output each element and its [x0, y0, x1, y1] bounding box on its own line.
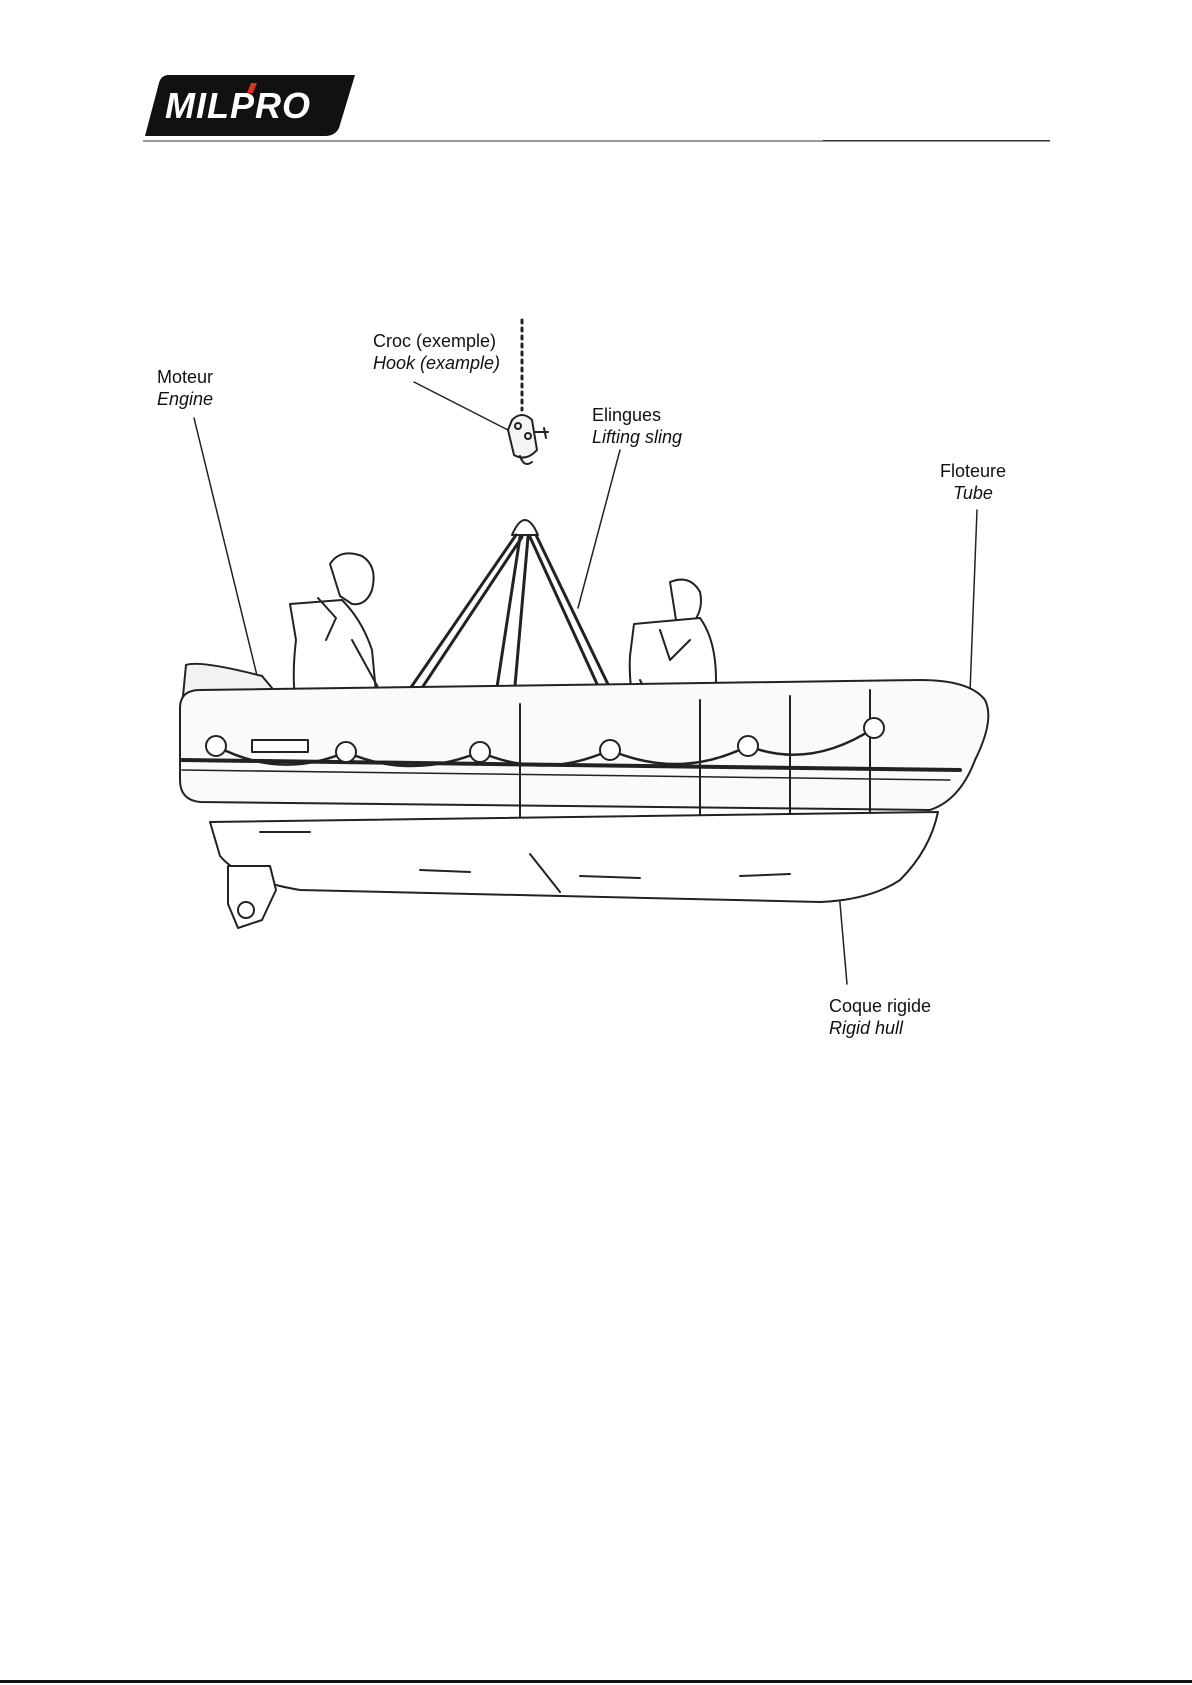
label-sling: Elingues Lifting sling	[592, 404, 682, 448]
label-engine-fr: Moteur	[157, 366, 213, 388]
label-engine-en: Engine	[157, 388, 213, 410]
label-hull-fr: Coque rigide	[829, 995, 931, 1017]
engine-lower-unit	[228, 866, 276, 928]
label-tube-en: Tube	[940, 482, 1006, 504]
label-engine: Moteur Engine	[157, 366, 213, 410]
leader-engine	[194, 418, 262, 696]
tube-brand-plate	[252, 740, 308, 752]
label-tube: Floteure Tube	[940, 460, 1006, 504]
leader-sling	[578, 450, 620, 608]
label-hull: Coque rigide Rigid hull	[829, 995, 931, 1039]
leader-tube	[970, 510, 977, 692]
label-hook-fr: Croc (exemple)	[373, 330, 500, 352]
label-tube-fr: Floteure	[940, 460, 1006, 482]
rigid-hull	[210, 812, 938, 902]
label-hook: Croc (exemple) Hook (example)	[373, 330, 500, 374]
label-sling-fr: Elingues	[592, 404, 682, 426]
leader-hook	[414, 382, 508, 430]
label-hook-en: Hook (example)	[373, 352, 500, 374]
hook-icon	[508, 415, 548, 464]
label-hull-en: Rigid hull	[829, 1017, 931, 1039]
label-sling-en: Lifting sling	[592, 426, 682, 448]
footer-rule	[0, 1680, 1192, 1683]
